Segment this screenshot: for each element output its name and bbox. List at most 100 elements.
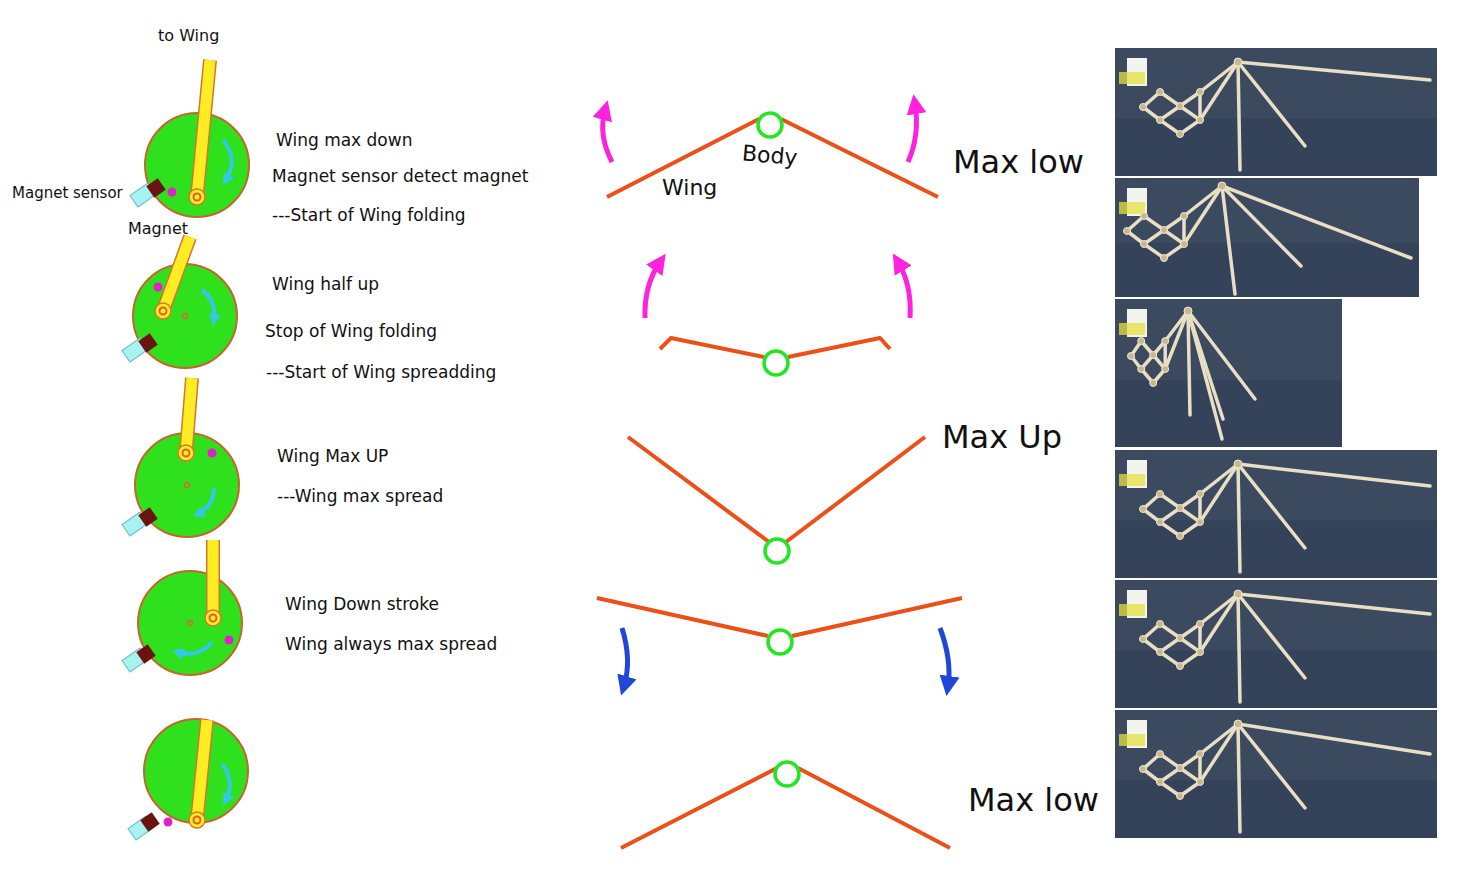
wing-line (786, 437, 925, 542)
crank-arm (197, 60, 210, 197)
pivot-pin (160, 308, 167, 315)
magnet-sensor (138, 333, 157, 352)
crank-arm (186, 378, 192, 453)
linkage-joint (1157, 117, 1164, 124)
note-label: Wing (662, 175, 717, 201)
rotation-arrow (198, 488, 214, 514)
linkage-joint (1177, 793, 1184, 800)
wing-spar (1238, 724, 1240, 832)
rotation-arrow (202, 290, 215, 320)
linkage-joint (1197, 621, 1204, 628)
linkage-joint (1157, 649, 1164, 656)
linkage-joint (1197, 751, 1204, 758)
linkage-joint (1177, 663, 1184, 670)
linkage-joint (1150, 380, 1157, 387)
crank-disk-group (128, 719, 248, 840)
linkage-joint (1141, 213, 1148, 220)
linkage-joint (1150, 352, 1157, 359)
pivot-pin (194, 817, 201, 824)
magnet-sensor (140, 812, 159, 831)
magnet-dot (208, 449, 217, 458)
linkage-bar (1200, 464, 1238, 522)
motion-arrow (908, 104, 916, 162)
wing-spar (1188, 311, 1255, 399)
photo-ground (1115, 48, 1437, 176)
tape (1119, 474, 1145, 486)
wing-line (788, 338, 890, 357)
crank-disk-group (130, 60, 249, 217)
note-label: Wing Max UP (277, 446, 388, 466)
note-label: Wing always max spread (285, 634, 497, 654)
main-pivot (1234, 720, 1242, 728)
rotation-arrow (178, 642, 212, 654)
linkage-joint (1197, 779, 1204, 786)
wing-spar (1238, 594, 1430, 614)
linkage-joint (1140, 636, 1147, 643)
rotation-arrow (223, 140, 232, 180)
main-pivot (1234, 460, 1242, 468)
photo-shade (1115, 243, 1419, 297)
wing-spar (1238, 594, 1240, 702)
linkage-joint (1141, 241, 1148, 248)
arm-outline (197, 60, 210, 197)
linkage-joint (1197, 117, 1204, 124)
linkage-joint (1138, 366, 1145, 373)
note-label: Magnet (128, 219, 188, 238)
magnet-dot (154, 283, 163, 292)
photo (1115, 178, 1419, 297)
linkage-joint (1197, 89, 1204, 96)
arm-outline (186, 378, 192, 453)
pivot-pin (183, 450, 190, 457)
arm-pivot (205, 610, 221, 626)
body-circle (764, 351, 788, 375)
photo-ground (1115, 710, 1437, 838)
crank-disk (144, 719, 248, 823)
note-label: Magnet sensor (12, 184, 123, 202)
wing-spar (1238, 62, 1430, 80)
crank-disk (133, 264, 237, 368)
tape (1119, 604, 1145, 616)
note-label: Wing half up (272, 274, 379, 294)
photo-shade (1115, 520, 1437, 578)
motion-arrow (898, 262, 910, 318)
crank-disk (138, 571, 242, 675)
linkage-joint (1128, 353, 1135, 360)
photo-ground (1115, 178, 1419, 297)
linkage-joint (1140, 766, 1147, 773)
wing-line (792, 598, 962, 636)
linkage-joint (1177, 635, 1184, 642)
body-circle (768, 630, 792, 654)
wing-line (660, 338, 764, 357)
photo-ground (1115, 450, 1437, 578)
disk-center (183, 314, 188, 319)
magnet-dot (225, 636, 234, 645)
note-label: Body (741, 140, 799, 171)
linkage-joint (1161, 255, 1168, 262)
wing-spar (1238, 724, 1305, 808)
note-label: Wing max down (276, 130, 412, 150)
photo (1115, 450, 1437, 578)
main-pivot (1184, 307, 1192, 315)
motion-arrow (622, 628, 628, 686)
arm-pivot (155, 303, 171, 319)
tape (1119, 72, 1145, 84)
note-label: Wing Down stroke (285, 594, 439, 614)
linkage-joint (1138, 338, 1145, 345)
arm-outline (197, 720, 207, 820)
note-label: ---Wing max spread (277, 486, 443, 506)
photo-shade (1115, 118, 1437, 176)
linkage-bar (1160, 106, 1200, 134)
wing-spar (1238, 62, 1240, 170)
arm-outline (163, 237, 190, 311)
disk-center (188, 621, 193, 626)
magnet-dot (168, 188, 177, 197)
linkage-joint (1177, 103, 1184, 110)
linkage-joint (1177, 505, 1184, 512)
wing-spar (1188, 311, 1222, 439)
main-pivot (1234, 58, 1242, 66)
wing-spar (1222, 186, 1301, 266)
linkage-joint (1157, 779, 1164, 786)
crank-disk (135, 433, 239, 537)
